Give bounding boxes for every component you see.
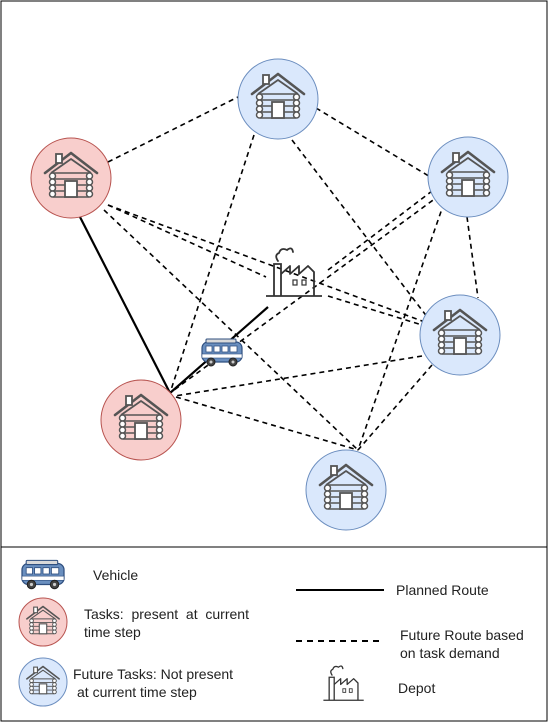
legend-present-task-label: Tasks: present at current time step — [84, 606, 249, 640]
task-node-future-upper-right — [427, 136, 509, 218]
task-node-future-top — [237, 58, 319, 140]
factory-icon — [265, 247, 323, 297]
legend-future-task-node — [18, 657, 68, 707]
future-route-depot-to-future-upper-right — [327, 187, 437, 271]
future-route-future-right-to-future-bottom — [357, 364, 433, 451]
planned-routes — [79, 216, 269, 394]
legend-present-task-node — [18, 597, 68, 647]
future-route-present-upper-left-to-future-top — [107, 96, 239, 163]
future-route-present-upper-left-to-future-right — [107, 204, 461, 336]
future-route-future-right-to-present-lower-left — [174, 355, 423, 397]
van-shape — [21, 559, 65, 590]
future-route-future-upper-right-to-future-bottom — [357, 202, 445, 451]
future-route-future-upper-right-to-future-right — [466, 216, 479, 299]
legend-future-route-label: Future Route based on task demand — [400, 627, 524, 661]
task-node-future-right — [419, 294, 501, 376]
legend-depot-icon — [322, 665, 365, 701]
future-route-future-top-to-future-upper-right — [315, 107, 433, 179]
legend-future-task-icon — [18, 657, 68, 707]
factory-icon — [322, 665, 365, 701]
legend-vehicle-icon — [21, 559, 65, 590]
future-route-present-upper-left-to-depot — [107, 204, 267, 278]
task-node-present-lower-left — [100, 379, 182, 461]
nodes — [30, 58, 509, 531]
legend-planned-route-label: Planned Route — [396, 582, 489, 598]
future-route-present-upper-left-to-future-bottom — [103, 209, 359, 451]
legend-vehicle-label: Vehicle — [93, 567, 139, 583]
task-node-future-bottom — [305, 449, 387, 531]
future-route-depot-to-future-right — [327, 295, 423, 326]
task-node-present-upper-left — [30, 137, 112, 219]
legend-depot-node — [322, 665, 365, 701]
depot-node — [265, 247, 323, 297]
legend-present-task-icon — [18, 597, 68, 647]
future-route-future-top-to-present-lower-left — [169, 134, 255, 394]
legend-depot-label: Depot — [398, 680, 436, 696]
legend-future-task-label: Future Tasks: Not present at current tim… — [73, 666, 234, 700]
future-route-present-lower-left-to-future-bottom — [175, 396, 359, 451]
van-shape — [201, 338, 243, 367]
vehicle-icon — [201, 338, 243, 367]
future-routes — [103, 96, 479, 451]
planned-route-present-upper-left-to-present-lower-left — [79, 216, 171, 394]
future-route-future-top-to-future-right — [291, 139, 429, 319]
